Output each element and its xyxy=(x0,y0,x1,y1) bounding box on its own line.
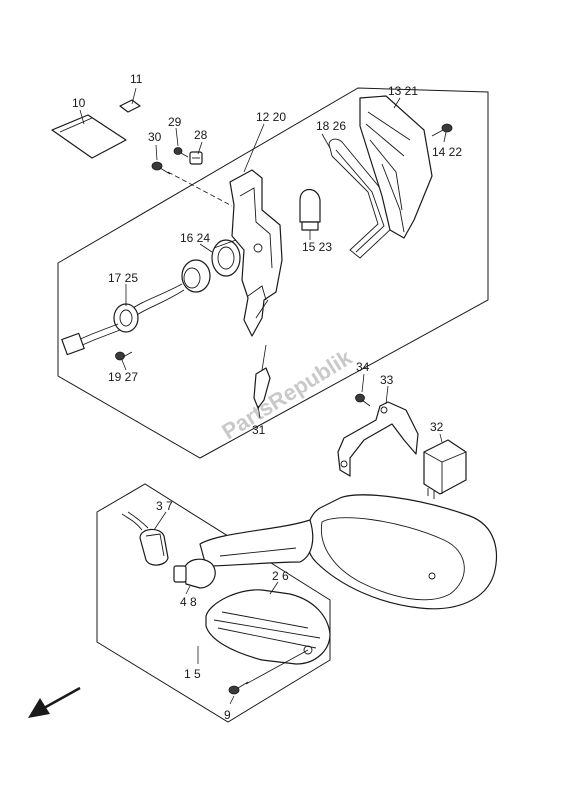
callout-15-23: 15 23 xyxy=(302,240,332,254)
signal-lens-part xyxy=(205,589,331,665)
wiring-harness-part xyxy=(61,259,211,356)
lower-assembly-frame xyxy=(96,483,331,723)
screw-29-part xyxy=(173,147,189,158)
callout-30: 30 xyxy=(148,130,162,144)
lens-gasket-part xyxy=(328,138,393,259)
bolt-34-part xyxy=(355,393,371,407)
mirror-housing-part xyxy=(199,494,497,610)
leader-lines xyxy=(79,87,447,705)
tail-lens-part xyxy=(359,95,433,239)
callout-1-5: 1 5 xyxy=(184,667,201,681)
watermark-text: PartsRepublik xyxy=(217,344,356,444)
relay-part xyxy=(423,439,467,499)
callout-33: 33 xyxy=(380,373,394,387)
bulb-socket-part xyxy=(211,239,241,277)
terminal-part xyxy=(253,344,271,409)
callout-2-6: 2 6 xyxy=(272,569,289,583)
screw-19-part xyxy=(115,351,133,361)
callout-34: 34 xyxy=(356,360,370,374)
relay-bracket-part xyxy=(337,401,419,477)
screw-30-part xyxy=(151,161,171,175)
callout-19-27: 19 27 xyxy=(108,370,138,384)
callout-32: 32 xyxy=(430,420,444,434)
callout-31: 31 xyxy=(252,423,266,437)
pad-part xyxy=(119,99,141,113)
lamp-bracket-part xyxy=(229,169,283,337)
bulb-15-part xyxy=(299,188,321,231)
callout-28: 28 xyxy=(194,128,208,142)
callout-18-26: 18 26 xyxy=(316,119,346,133)
upper-assembly-frame xyxy=(57,87,489,459)
label-sheet-part xyxy=(51,114,127,159)
callout-9: 9 xyxy=(224,708,231,722)
callout-4-8: 4 8 xyxy=(180,595,197,609)
callout-12-20: 12 20 xyxy=(256,110,286,124)
clip-nut-part xyxy=(189,151,203,165)
callout-10: 10 xyxy=(72,96,86,110)
direction-arrow-icon xyxy=(28,686,81,718)
callout-14-22: 14 22 xyxy=(432,145,462,159)
callout-13-21: 13 21 xyxy=(388,84,418,98)
screw-9-part xyxy=(228,681,249,695)
callout-11: 11 xyxy=(130,72,143,86)
callout-16-24: 16 24 xyxy=(180,231,210,245)
callout-29: 29 xyxy=(168,115,182,129)
signal-socket-part xyxy=(121,511,169,566)
callout-17-25: 17 25 xyxy=(108,271,138,285)
callout-3-7: 3 7 xyxy=(156,499,173,513)
screw-14-part xyxy=(431,123,453,137)
bulb-4-part xyxy=(173,558,216,589)
